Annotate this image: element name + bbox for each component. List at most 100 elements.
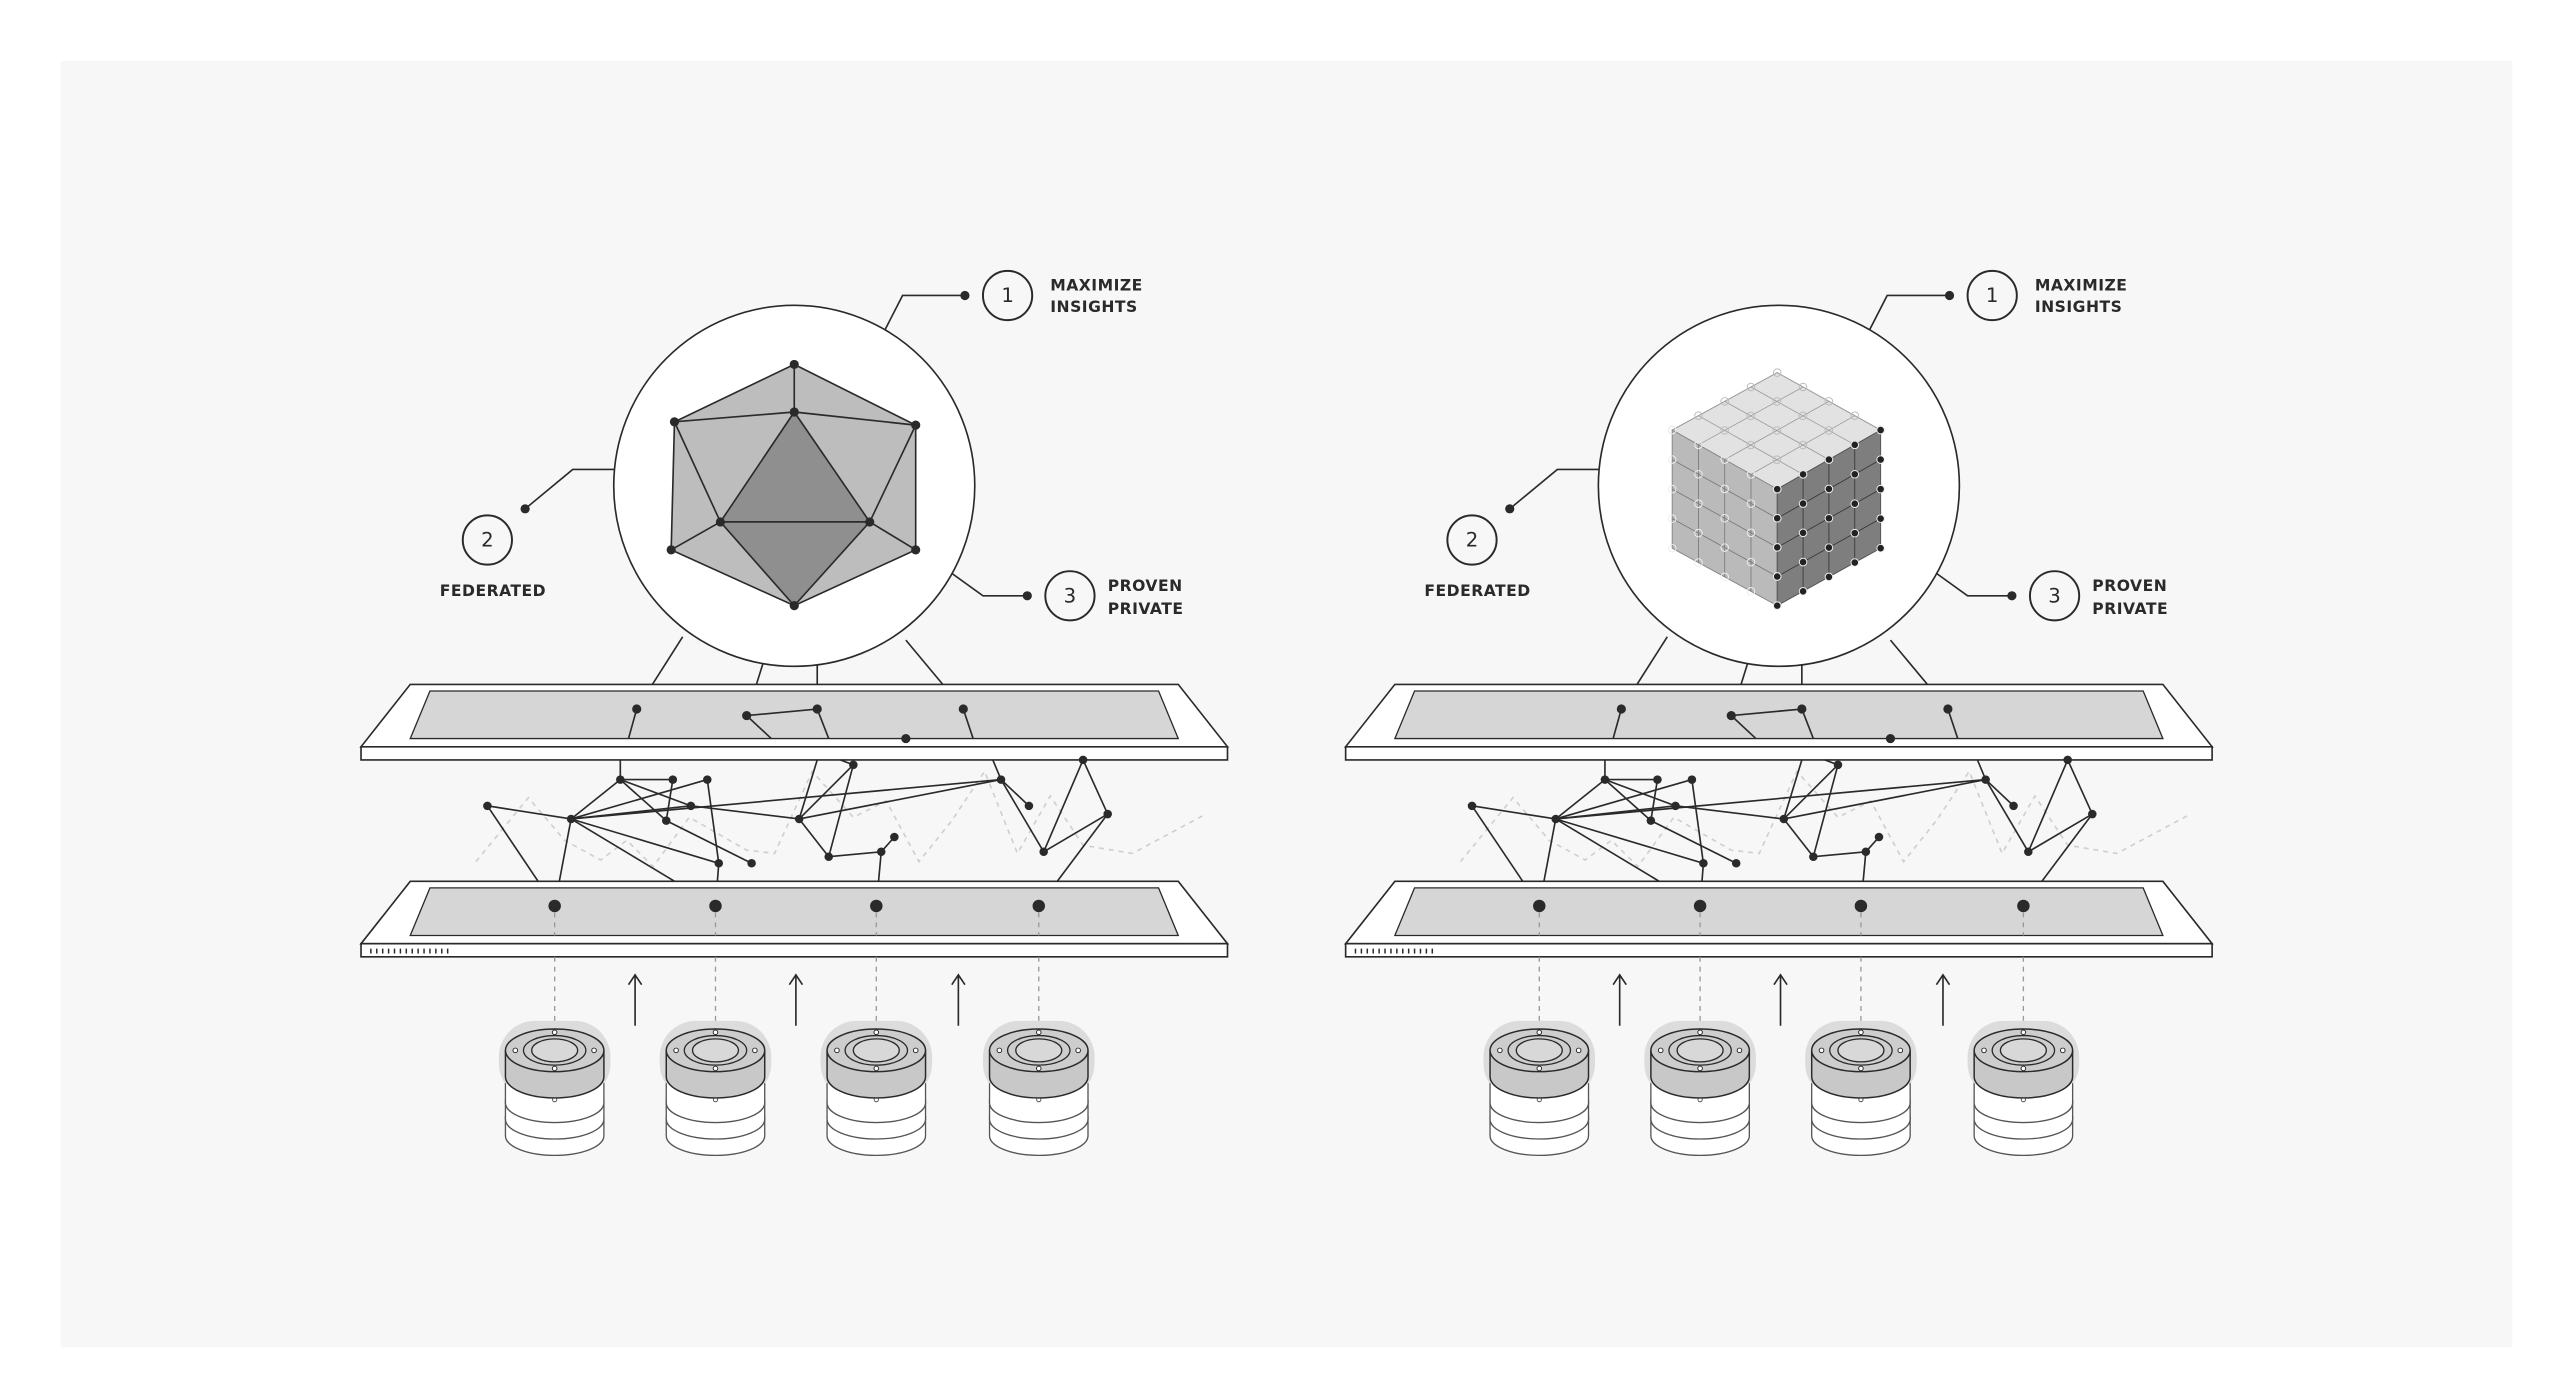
database-disk-stack-icon: [659, 1020, 772, 1157]
network-node: [849, 760, 858, 770]
cube-node: [1850, 440, 1860, 450]
disk-ring: [683, 1034, 748, 1066]
callout-3-proven-private: 3 PROVEN PRIVATE: [1064, 577, 1183, 618]
callout-label-maximize: MAXIMIZE: [2035, 277, 2128, 295]
top-platform: [1343, 683, 2214, 761]
cube-node: [1798, 470, 1808, 479]
network-edge: [619, 778, 667, 822]
cube-node: [1850, 469, 1860, 479]
disk-ring: [1006, 1034, 1071, 1066]
database-disk-stack-icon: [1967, 1020, 2080, 1157]
network-edge: [571, 778, 1002, 820]
cube-node: [1720, 484, 1729, 494]
network-node: [1809, 852, 1818, 861]
cube-node: [1876, 543, 1885, 553]
cube-node: [1772, 368, 1782, 377]
disk-ring: [1829, 1034, 1893, 1066]
icosahedron-vertex: [789, 407, 799, 417]
disk-ring: [844, 1034, 909, 1066]
cube-grid-line: [1672, 518, 1778, 577]
cube-node: [1667, 455, 1677, 464]
network-edge: [1783, 778, 1986, 820]
cube-node: [1772, 455, 1782, 464]
network-edge: [1812, 764, 1839, 857]
disk-bolt: [1075, 1047, 1081, 1054]
network-edge: [1604, 778, 1652, 822]
network-edge: [706, 779, 720, 864]
callout-2-federated: 2 FEDERATED: [1424, 529, 1530, 600]
network-node: [2009, 801, 2018, 811]
arrow-head: [1773, 973, 1788, 986]
platform-node: [709, 899, 722, 913]
connector-line: [1783, 759, 1803, 820]
disk-center: [1515, 1038, 1563, 1063]
bottom-platform-edge: [360, 942, 1229, 958]
cube-node: [1798, 587, 1808, 596]
network-edge: [690, 805, 800, 820]
connector-line: [1947, 708, 1959, 739]
network-node: [824, 852, 833, 861]
platform-node: [1885, 733, 1896, 744]
connector-line: [816, 708, 830, 739]
network-node: [996, 775, 1006, 784]
network-node: [876, 847, 886, 857]
network-node: [2024, 847, 2033, 857]
network-edge: [570, 818, 720, 865]
callout-label-insights: INSIGHTS: [2035, 298, 2122, 316]
arrow-head: [627, 973, 643, 986]
disk-center: [852, 1038, 900, 1063]
bottom-platform-surface: [1393, 887, 2164, 937]
icosahedron-vertex: [715, 517, 726, 527]
callout-label-private: PRIVATE: [2092, 600, 2168, 618]
network-edge: [1984, 779, 2030, 853]
disk-bolt: [1035, 1029, 1042, 1036]
disk-center: [1999, 1038, 2048, 1063]
network-node: [1024, 801, 1034, 811]
network-edge: [2027, 813, 2093, 853]
callout-label-maximize: MAXIMIZE: [1050, 277, 1143, 295]
icosahedron-edge: [670, 521, 721, 551]
platform-node: [1616, 704, 1626, 714]
network-node: [714, 859, 724, 868]
cube-node: [1824, 572, 1834, 582]
network-edge: [1555, 778, 1606, 820]
left-panel-icosahedron: 1 MAXIMIZE INSIGHTS 2 FEDERATED 3 PROVEN…: [359, 269, 1230, 1157]
connector-line: [746, 714, 772, 740]
disk-bolt: [1536, 1065, 1543, 1072]
leader-dot-3: [1022, 591, 1032, 601]
cube-node: [1798, 528, 1808, 538]
network-node: [686, 801, 696, 811]
network-edge: [1043, 813, 1109, 853]
network-edge: [1471, 805, 1556, 820]
disk-bolt: [2020, 1065, 2027, 1072]
network-edge: [1783, 764, 1839, 820]
disk-bolt: [1981, 1047, 1987, 1054]
cube-node: [1824, 397, 1834, 406]
callout-number-circle-3: [2028, 570, 2081, 622]
disk-ring: [1991, 1034, 2056, 1066]
callout-number-circle-2: [1446, 514, 1498, 566]
cube-node: [1772, 513, 1782, 523]
disk-bolt: [712, 1029, 719, 1036]
network-node: [1646, 816, 1656, 825]
cube-shape: [1667, 368, 1885, 610]
icosahedron-vertex: [669, 417, 680, 427]
network-node: [1467, 801, 1477, 811]
network-edge: [665, 779, 674, 821]
callout-number-circle-1: [1966, 269, 2018, 322]
disk-center: [531, 1038, 579, 1063]
cube-node: [1746, 587, 1756, 596]
callout-number-1: 1: [1001, 284, 1014, 307]
platform-node: [1533, 899, 1546, 913]
top-platform-surface: [409, 690, 1180, 740]
callout-1-maximize-insights: 1 MAXIMIZE INSIGHTS: [1001, 277, 1142, 316]
network-edge: [1555, 818, 1704, 865]
disk-bolt: [2059, 1047, 2066, 1054]
network-edge: [1783, 818, 1814, 858]
up-arrow-icon: [788, 973, 804, 1026]
cube-node: [1720, 543, 1729, 552]
cube-node: [1720, 397, 1729, 406]
database-disk-stack-icon: [1644, 1020, 1756, 1157]
connector-line: [798, 759, 819, 820]
disk-bolt: [1736, 1047, 1743, 1054]
